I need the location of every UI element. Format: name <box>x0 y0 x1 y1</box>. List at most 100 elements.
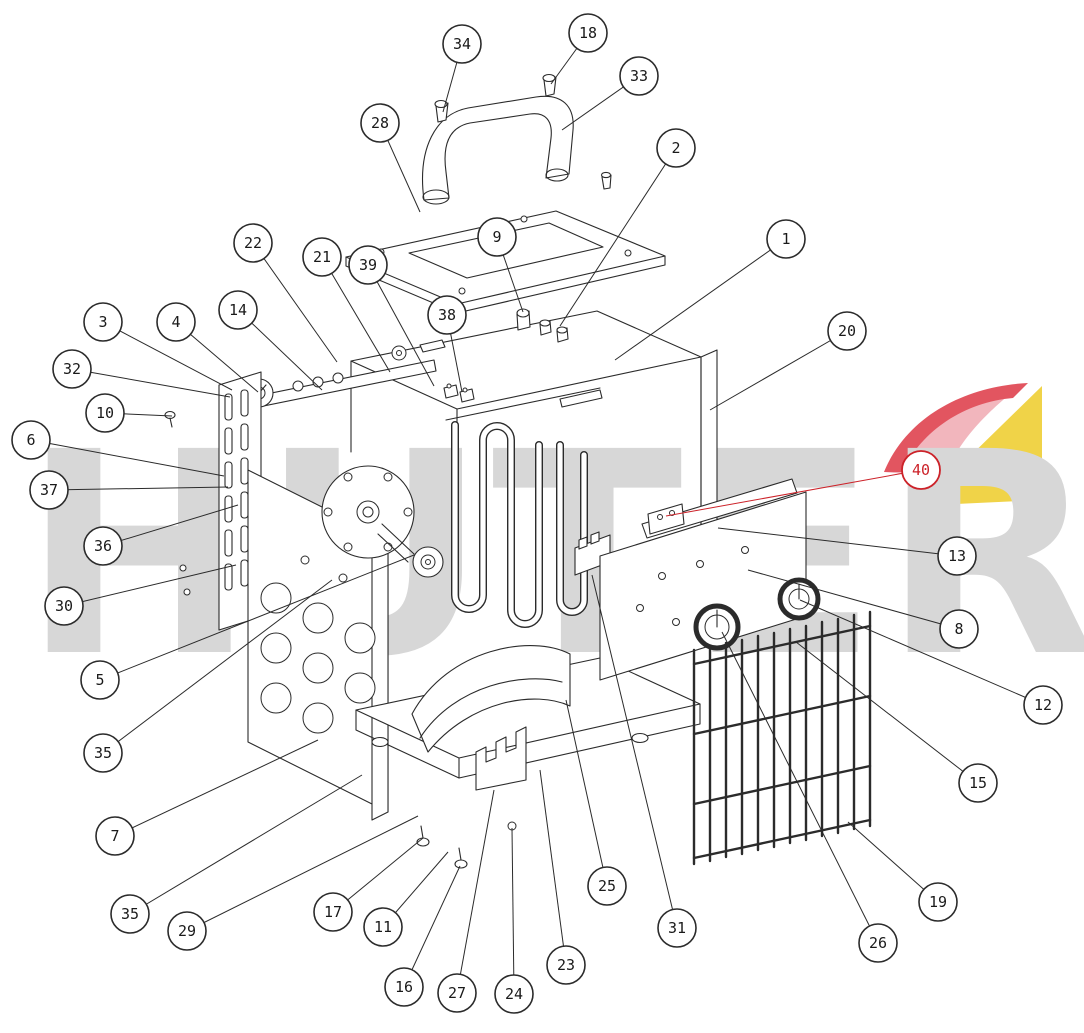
callout-39-9: 39 <box>348 245 388 285</box>
callout-29-30: 29 <box>167 911 207 951</box>
callout-number-10: 10 <box>96 404 114 422</box>
callout-circle-3 <box>83 302 123 342</box>
callout-number-8: 8 <box>954 620 963 638</box>
callout-36-20: 36 <box>83 526 123 566</box>
callout-leader-37-19 <box>48 486 229 491</box>
callout-circle-19 <box>918 882 958 922</box>
callout-number-4: 4 <box>171 313 180 331</box>
callout-leader-20-14 <box>709 330 848 411</box>
callout-40-18: 40 <box>901 450 941 490</box>
callout-circle-21 <box>302 237 342 277</box>
callout-number-6: 6 <box>26 431 35 449</box>
callout-19-40: 19 <box>918 882 958 922</box>
callout-26-39: 26 <box>858 923 898 963</box>
callout-circle-34 <box>442 24 482 64</box>
logo-red-shape <box>884 383 1028 472</box>
callout-circle-1 <box>766 219 806 259</box>
heating-elements <box>445 387 601 628</box>
callout-circle-20 <box>827 311 867 351</box>
callout-number-40: 40 <box>912 461 930 479</box>
callout-15-27: 15 <box>958 763 998 803</box>
callout-number-1: 1 <box>781 230 790 248</box>
thermostat-switch <box>647 503 685 535</box>
callout-13-21: 13 <box>937 536 977 576</box>
foot-bolt-left <box>416 825 430 847</box>
callout-circle-31 <box>657 908 697 948</box>
callout-leader-22-7 <box>252 242 338 363</box>
callout-leader-7-28 <box>114 739 319 837</box>
callout-leader-36-20 <box>102 504 239 547</box>
callout-30-22: 30 <box>44 586 84 626</box>
element-bracket <box>475 726 527 791</box>
callout-number-7: 7 <box>110 827 119 845</box>
callout-number-23: 23 <box>557 956 575 974</box>
callout-circle-25 <box>587 866 627 906</box>
handle-bolt-left <box>434 99 449 123</box>
thermostat-knob <box>777 577 821 621</box>
callout-number-13: 13 <box>948 547 966 565</box>
callout-leader-25-37 <box>565 699 608 887</box>
callout-circle-6 <box>11 420 51 460</box>
callout-circle-33 <box>619 56 659 96</box>
callout-circle-9 <box>477 217 517 257</box>
callout-circle-17 <box>313 892 353 932</box>
callout-leader-3-12 <box>102 321 233 391</box>
callout-leader-24-35 <box>511 827 515 995</box>
callout-number-11: 11 <box>374 918 392 936</box>
callout-33-2: 33 <box>619 56 659 96</box>
callout-number-30: 30 <box>55 597 73 615</box>
thermal-switch <box>539 319 569 343</box>
callout-8-23: 8 <box>939 609 979 649</box>
callout-number-17: 17 <box>324 903 342 921</box>
callout-circle-18 <box>568 13 608 53</box>
callout-35-26: 35 <box>83 733 123 773</box>
callout-number-39: 39 <box>359 256 377 274</box>
callout-circle-35 <box>83 733 123 773</box>
callout-circle-26 <box>858 923 898 963</box>
callout-28-3: 28 <box>360 103 400 143</box>
callout-circle-22 <box>233 223 273 263</box>
callout-leader-26-39 <box>721 631 879 944</box>
callout-27-34: 27 <box>437 973 477 1013</box>
callout-leader-35-26 <box>102 579 333 754</box>
callout-circle-7 <box>95 816 135 856</box>
callout-leader-1-6 <box>614 238 787 361</box>
callout-21-8: 21 <box>302 237 342 277</box>
callout-circle-29 <box>167 911 207 951</box>
callout-number-15: 15 <box>969 774 987 792</box>
callout-leader-29-30 <box>186 815 419 932</box>
mount-bolt <box>164 410 176 428</box>
power-knob <box>693 603 741 651</box>
callout-number-19: 19 <box>929 893 947 911</box>
callout-leader-15-27 <box>795 641 979 784</box>
callout-24-35: 24 <box>494 974 534 1014</box>
callout-leader-2-4 <box>559 147 677 327</box>
callout-circle-30 <box>44 586 84 626</box>
control-panel-assembly <box>599 478 821 681</box>
callout-16-33: 16 <box>384 967 424 1007</box>
callout-leader-8-23 <box>747 569 960 630</box>
callout-number-12: 12 <box>1034 696 1052 714</box>
callout-number-26: 26 <box>869 934 887 952</box>
callout-leader-35-29 <box>129 774 363 915</box>
callout-22-7: 22 <box>233 223 273 263</box>
callout-circle-2 <box>656 128 696 168</box>
callout-32-15: 32 <box>52 349 92 389</box>
callout-circle-23 <box>546 945 586 985</box>
callout-circle-5 <box>80 660 120 700</box>
callout-number-24: 24 <box>505 985 523 1003</box>
callout-circle-13 <box>937 536 977 576</box>
callout-5-24: 5 <box>80 660 120 700</box>
callout-circle-10 <box>85 393 125 433</box>
callout-circle-24 <box>494 974 534 1014</box>
logo-yellow-shape <box>956 386 1042 504</box>
wire-guard-grill <box>692 610 872 866</box>
callout-circle-37 <box>29 470 69 510</box>
callout-number-28: 28 <box>371 114 389 132</box>
callout-circle-16 <box>384 967 424 1007</box>
callout-leader-27-34 <box>456 789 495 994</box>
callout-circle-8 <box>939 609 979 649</box>
callout-circle-36 <box>83 526 123 566</box>
callout-6-17: 6 <box>11 420 51 460</box>
callout-circle-40 <box>901 450 941 490</box>
